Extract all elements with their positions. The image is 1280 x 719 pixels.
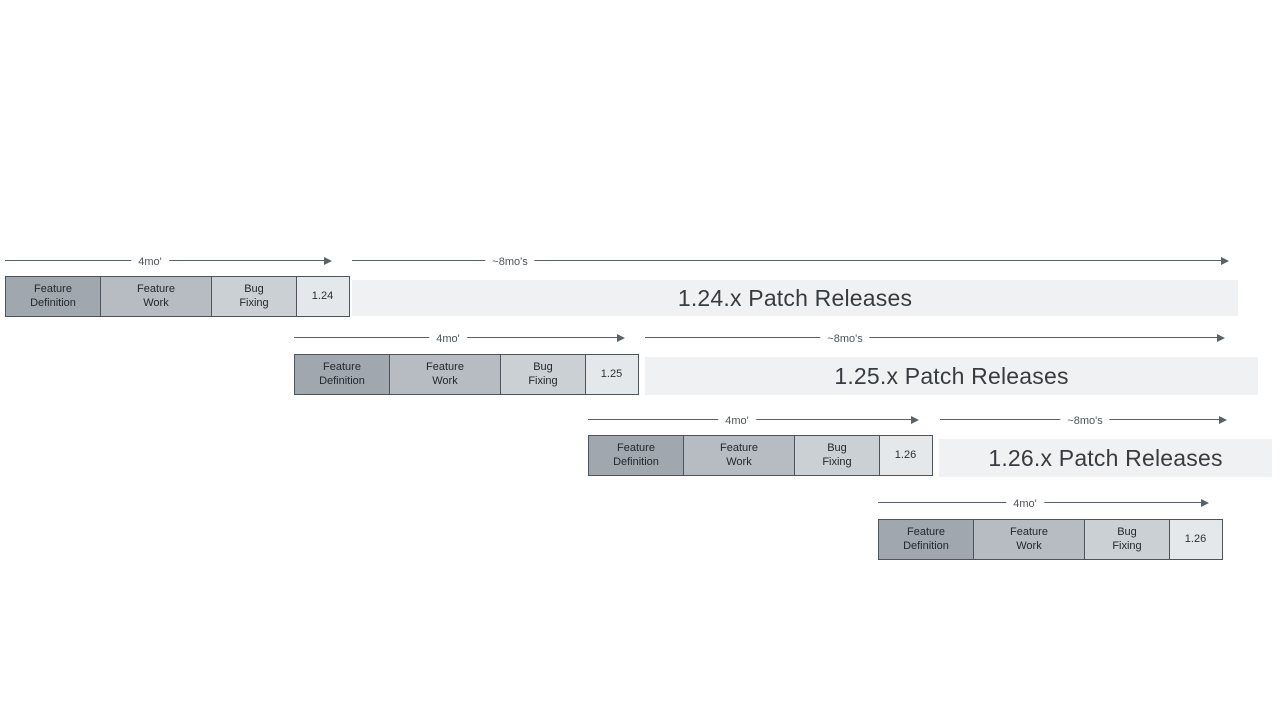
phase-strip: Feature Definition Feature Work Bug Fixi… <box>294 354 639 395</box>
phase-box-feature-work: Feature Work <box>682 435 796 476</box>
phase-box-feature-work: Feature Work <box>99 276 213 317</box>
patch-window-arrow: ~8mo's <box>645 332 1225 346</box>
arrow-head-icon <box>1201 499 1209 508</box>
patch-window-arrow: ~8mo's <box>352 255 1229 269</box>
phase-strip: Feature Definition Feature Work Bug Fixi… <box>588 435 933 476</box>
phase-box-feature-work: Feature Work <box>972 519 1086 560</box>
dev-duration-label: 4mo' <box>718 414 756 428</box>
phase-strip: Feature Definition Feature Work Bug Fixi… <box>5 276 350 317</box>
arrow-head-icon <box>911 416 919 425</box>
phase-box-bug-fixing: Bug Fixing <box>1084 519 1170 560</box>
dev-cycle-arrow: 4mo' <box>588 414 919 428</box>
patch-release-label: 1.24.x Patch Releases <box>677 284 913 311</box>
arrow-head-icon <box>617 334 625 343</box>
arrow-head-icon <box>1221 257 1229 266</box>
dev-cycle-arrow: 4mo' <box>878 497 1209 511</box>
patch-window-arrow: ~8mo's <box>940 414 1227 428</box>
phase-box-bug-fixing: Bug Fixing <box>794 435 880 476</box>
dev-duration-label: 4mo' <box>1006 497 1044 511</box>
phase-box-feature-work: Feature Work <box>388 354 502 395</box>
version-box: 1.26 <box>878 435 933 476</box>
patch-release-band: 1.25.x Patch Releases <box>645 357 1258 395</box>
patch-release-label: 1.26.x Patch Releases <box>988 444 1223 471</box>
patch-duration-label: ~8mo's <box>1060 414 1110 428</box>
phase-box-feature-definition: Feature Definition <box>588 435 684 476</box>
phase-box-feature-definition: Feature Definition <box>878 519 974 560</box>
phase-box-bug-fixing: Bug Fixing <box>500 354 586 395</box>
version-box: 1.24 <box>295 276 350 317</box>
arrow-head-icon <box>1217 334 1225 343</box>
version-box: 1.26 <box>1168 519 1223 560</box>
phase-box-feature-definition: Feature Definition <box>294 354 390 395</box>
arrow-head-icon <box>1219 416 1227 425</box>
phase-box-feature-definition: Feature Definition <box>5 276 101 317</box>
patch-duration-label: ~8mo's <box>485 255 535 269</box>
phase-strip: Feature Definition Feature Work Bug Fixi… <box>878 519 1223 560</box>
dev-duration-label: 4mo' <box>131 255 169 269</box>
patch-duration-label: ~8mo's <box>820 332 870 346</box>
patch-release-band: 1.26.x Patch Releases <box>939 439 1272 477</box>
patch-release-band: 1.24.x Patch Releases <box>352 280 1238 316</box>
phase-box-bug-fixing: Bug Fixing <box>211 276 297 317</box>
dev-cycle-arrow: 4mo' <box>5 255 332 269</box>
patch-release-label: 1.25.x Patch Releases <box>834 362 1069 389</box>
version-box: 1.25 <box>584 354 639 395</box>
dev-cycle-arrow: 4mo' <box>294 332 625 346</box>
dev-duration-label: 4mo' <box>429 332 467 346</box>
arrow-head-icon <box>324 257 332 266</box>
